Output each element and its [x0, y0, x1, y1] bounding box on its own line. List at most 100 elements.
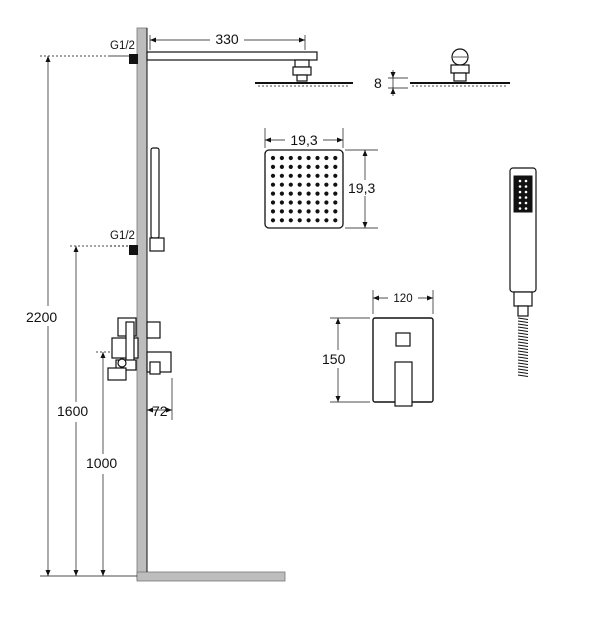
hose-coil: [517, 374, 529, 377]
nozzle-dot: [333, 218, 338, 223]
nozzle-dot: [333, 200, 338, 205]
nozzle-dot: [279, 173, 284, 178]
nozzle-dot: [333, 164, 338, 169]
mixer-depth-label: 72: [152, 403, 168, 419]
dim-total-height: [26, 55, 137, 577]
wall-section: [136, 27, 148, 581]
nozzle-dot: [306, 218, 311, 223]
holder-height-label: 1600: [57, 403, 88, 419]
nozzle-dot: [324, 209, 329, 214]
hose-coil: [517, 323, 529, 326]
nozzle-dot: [297, 173, 302, 178]
nozzle-dot: [306, 155, 311, 161]
nozzle-dot: [324, 173, 329, 178]
nozzle-dot: [333, 173, 338, 178]
thread-mid-label: G1/2: [110, 230, 135, 242]
rain-head-outline: [264, 149, 344, 229]
mixer-mount-label: 1000: [86, 455, 117, 471]
nozzle-dot: [288, 155, 293, 161]
hand-nozzle-dot: [518, 201, 522, 205]
nozzle-dot: [306, 209, 311, 214]
hand-shower-holder: [149, 237, 165, 252]
head-swivel-neck: [296, 74, 308, 82]
hand-nozzle-dot: [524, 185, 528, 188]
head-neck: [453, 72, 467, 82]
nozzle-dot: [324, 191, 329, 196]
nozzle-dot: [270, 155, 276, 161]
nozzle-dot: [315, 164, 320, 169]
nozzle-dot: [324, 218, 329, 223]
hand-nozzle-dot: [524, 179, 528, 183]
hose-coil: [517, 371, 529, 374]
head-swivel-ball: [292, 66, 312, 76]
hose-coil: [517, 353, 529, 356]
nozzle-dot: [279, 155, 284, 161]
shower-hose: [517, 317, 529, 377]
nozzle-dot: [315, 155, 320, 161]
nozzle-dot: [297, 191, 302, 196]
nozzle-dot: [324, 164, 329, 169]
nozzle-dot: [270, 209, 276, 214]
nozzle-dot: [315, 173, 320, 178]
dim-head-height: [345, 149, 382, 229]
rain-head-nozzles: [270, 155, 338, 223]
mixer-valve: [125, 321, 135, 363]
hose-coil: [517, 326, 529, 329]
floor-section: [136, 571, 286, 582]
mixer-lever: [394, 361, 413, 407]
dim-holder-height: [56, 245, 130, 576]
nozzle-dot: [306, 173, 311, 178]
nozzle-dot: [324, 182, 329, 187]
shower-head-front: [410, 48, 510, 87]
nozzle-dot: [270, 200, 276, 205]
hand-shower-side: [129, 147, 165, 255]
hose-coil: [517, 356, 529, 359]
nozzle-dot: [270, 191, 276, 196]
nozzle-dot: [288, 200, 293, 205]
hose-nut: [517, 305, 529, 317]
dim-mixer-mount: [86, 351, 128, 576]
shower-arm-side: [129, 51, 353, 87]
head-collar: [450, 64, 470, 74]
hose-coil: [517, 350, 529, 353]
nozzle-dot: [333, 191, 338, 196]
wall-and-floor: [136, 27, 286, 582]
head-swivel-top: [294, 59, 310, 68]
nozzle-dot: [306, 191, 311, 196]
hand-nozzle-dot: [524, 190, 528, 194]
hose-coil: [517, 368, 529, 371]
nozzle-dot: [279, 191, 284, 196]
thread-top-label: G1/2: [110, 40, 135, 52]
hand-shower-nozzles: [518, 179, 528, 210]
nozzle-dot: [333, 182, 338, 187]
nozzle-dot: [315, 182, 320, 187]
mixer-diverter: [395, 332, 411, 347]
dim-mixer-width: [372, 290, 434, 314]
dim-arm-length: [149, 31, 306, 50]
hose-coil: [517, 320, 529, 323]
nozzle-dot: [324, 200, 329, 205]
nozzle-dot: [297, 182, 302, 187]
nozzle-dot: [306, 200, 311, 205]
hand-nozzle-dot: [518, 185, 522, 188]
nozzle-dot: [315, 209, 320, 214]
hand-shower-body: [150, 147, 160, 239]
hose-coil: [517, 362, 529, 365]
nozzle-dot: [279, 182, 284, 187]
nozzle-dot: [288, 209, 293, 214]
shower-arm: [146, 51, 318, 61]
nozzle-dot: [279, 200, 284, 205]
hand-shower-spray-face: [513, 175, 533, 213]
mid-connector: [129, 245, 138, 255]
nozzle-dot: [288, 191, 293, 196]
nozzle-dot: [306, 164, 311, 169]
nozzle-dot: [333, 155, 338, 161]
dim-mixer-height: [322, 317, 370, 403]
nozzle-dot: [279, 164, 284, 169]
mixer-inlet: [107, 367, 127, 381]
hand-nozzle-dot: [524, 196, 528, 199]
mixer-front-view: [372, 317, 434, 407]
nozzle-dot: [297, 155, 302, 161]
head-width-label: 19,3: [290, 132, 317, 148]
